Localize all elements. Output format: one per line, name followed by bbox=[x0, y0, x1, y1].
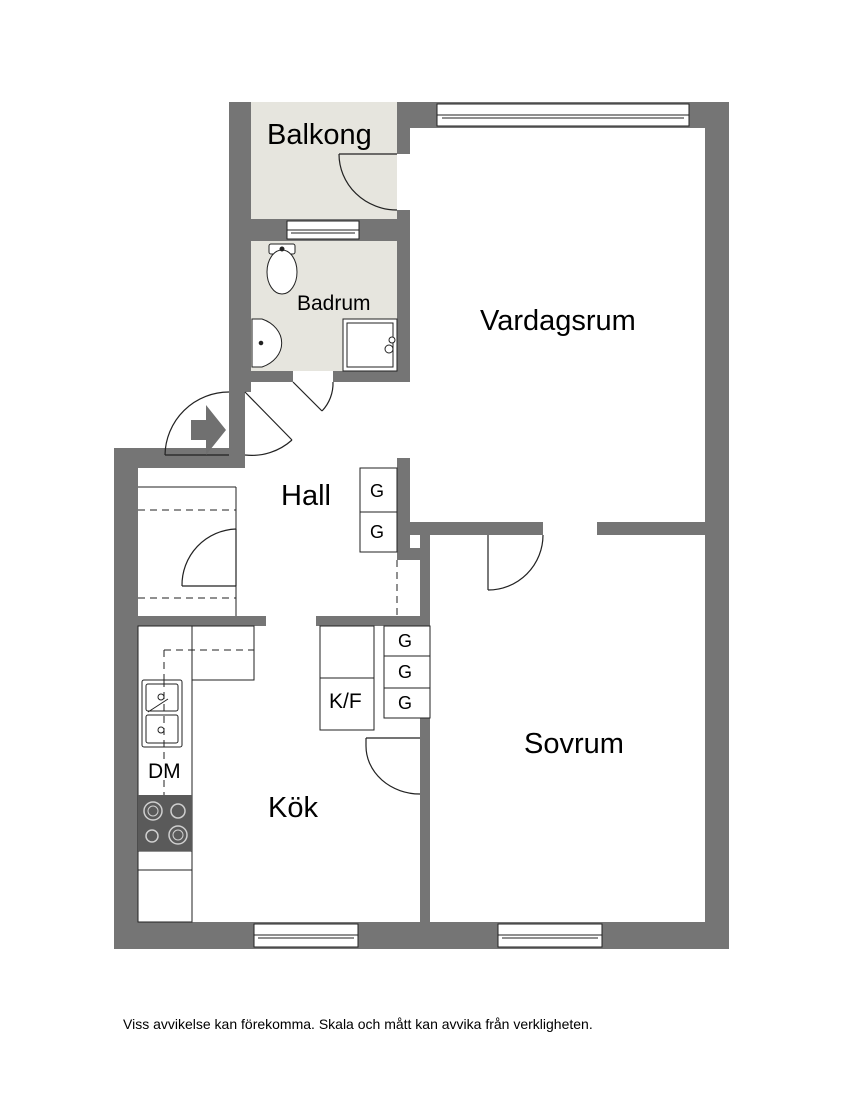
walls bbox=[114, 102, 729, 949]
balcony-floor bbox=[251, 102, 397, 219]
entry-arrow-icon bbox=[191, 405, 226, 455]
stove-icon bbox=[138, 795, 192, 851]
bathroom-fixtures bbox=[251, 243, 398, 372]
wardrobe-label: G bbox=[398, 631, 412, 651]
window-kitchen bbox=[253, 923, 359, 948]
disclaimer-text: Viss avvikelse kan förekomma. Skala och … bbox=[123, 1016, 593, 1032]
room-label-sovrum: Sovrum bbox=[524, 728, 624, 760]
sink-icon bbox=[251, 318, 283, 368]
shower-icon bbox=[342, 318, 398, 372]
door-bathroom bbox=[292, 381, 334, 412]
kitchen-sink-icon bbox=[141, 679, 183, 748]
wardrobe-label: G bbox=[398, 693, 412, 713]
wardrobe-label: G bbox=[398, 662, 412, 682]
door-living-room bbox=[487, 534, 544, 591]
door-kitchen bbox=[365, 737, 421, 795]
window-living-room bbox=[436, 103, 690, 127]
kitchen-fixtures bbox=[137, 625, 431, 923]
floor-plan: Balkong Badrum Vardagsrum Hall Sovrum Kö… bbox=[114, 102, 729, 949]
room-label-badrum: Badrum bbox=[297, 292, 371, 315]
fridge-freezer-label: K/F bbox=[329, 690, 362, 713]
storage-closet bbox=[138, 486, 237, 616]
hall-wardrobes bbox=[359, 467, 398, 553]
doors bbox=[164, 153, 544, 795]
toilet-icon bbox=[266, 243, 298, 295]
door-storage bbox=[181, 528, 237, 587]
door-balcony bbox=[338, 153, 398, 211]
room-label-vardagsrum: Vardagsrum bbox=[480, 305, 636, 337]
windows bbox=[253, 103, 690, 948]
window-bathroom bbox=[286, 220, 360, 240]
room-label-balkong: Balkong bbox=[267, 119, 372, 151]
door-entry-inner bbox=[244, 391, 293, 456]
wardrobe-label: G bbox=[370, 522, 384, 542]
window-bedroom bbox=[497, 923, 603, 948]
dishwasher-label: DM bbox=[148, 760, 181, 783]
room-label-kok: Kök bbox=[268, 792, 318, 824]
room-label-hall: Hall bbox=[281, 480, 331, 512]
wardrobe-label: G bbox=[370, 481, 384, 501]
door-entry-outer bbox=[164, 391, 230, 456]
